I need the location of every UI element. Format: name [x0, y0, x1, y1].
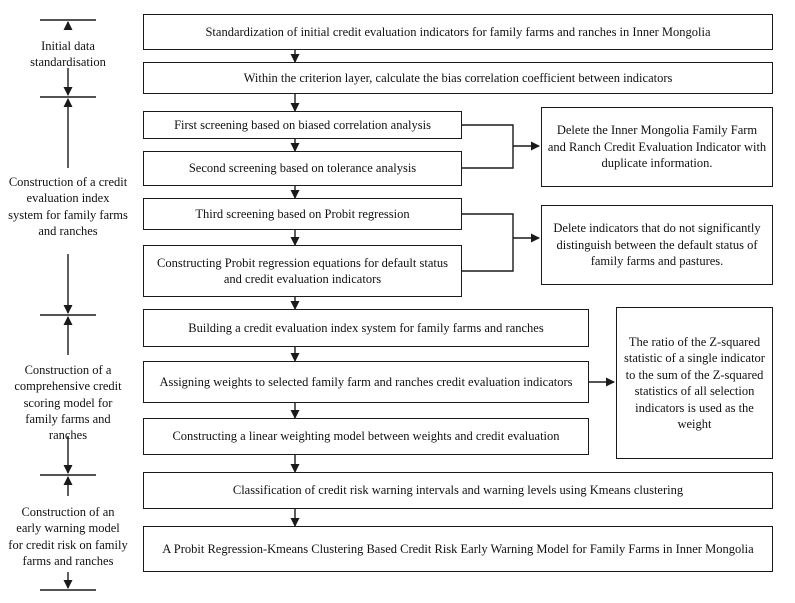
process-box: A Probit Regression-Kmeans Clustering Ba… [143, 526, 773, 572]
stage-label: Initial data standardisation [30, 39, 106, 70]
stage-label: Construction of a comprehensive credit s… [14, 363, 122, 442]
process-box: Within the criterion layer, calculate th… [143, 62, 773, 94]
process-box: Second screening based on tolerance anal… [143, 151, 462, 186]
process-box: Assigning weights to selected family far… [143, 361, 589, 403]
bracket-connector [462, 124, 514, 169]
stage-label: Construction of an early warning model f… [8, 505, 128, 568]
note-box: Delete indicators that do not significan… [541, 205, 773, 285]
process-box: Constructing Probit regression equations… [143, 245, 462, 297]
note-box: Delete the Inner Mongolia Family Farm an… [541, 107, 773, 187]
note-box: The ratio of the Z-squared statistic of … [616, 307, 773, 459]
process-box: Building a credit evaluation index syste… [143, 309, 589, 347]
process-box: Third screening based on Probit regressi… [143, 198, 462, 230]
process-box: First screening based on biased correlat… [143, 111, 462, 139]
bracket-connector [462, 213, 514, 272]
process-box: Standardization of initial credit evalua… [143, 14, 773, 50]
process-box: Constructing a linear weighting model be… [143, 418, 589, 455]
process-box: Classification of credit risk warning in… [143, 472, 773, 509]
stage-label: Construction of a credit evaluation inde… [8, 175, 128, 238]
